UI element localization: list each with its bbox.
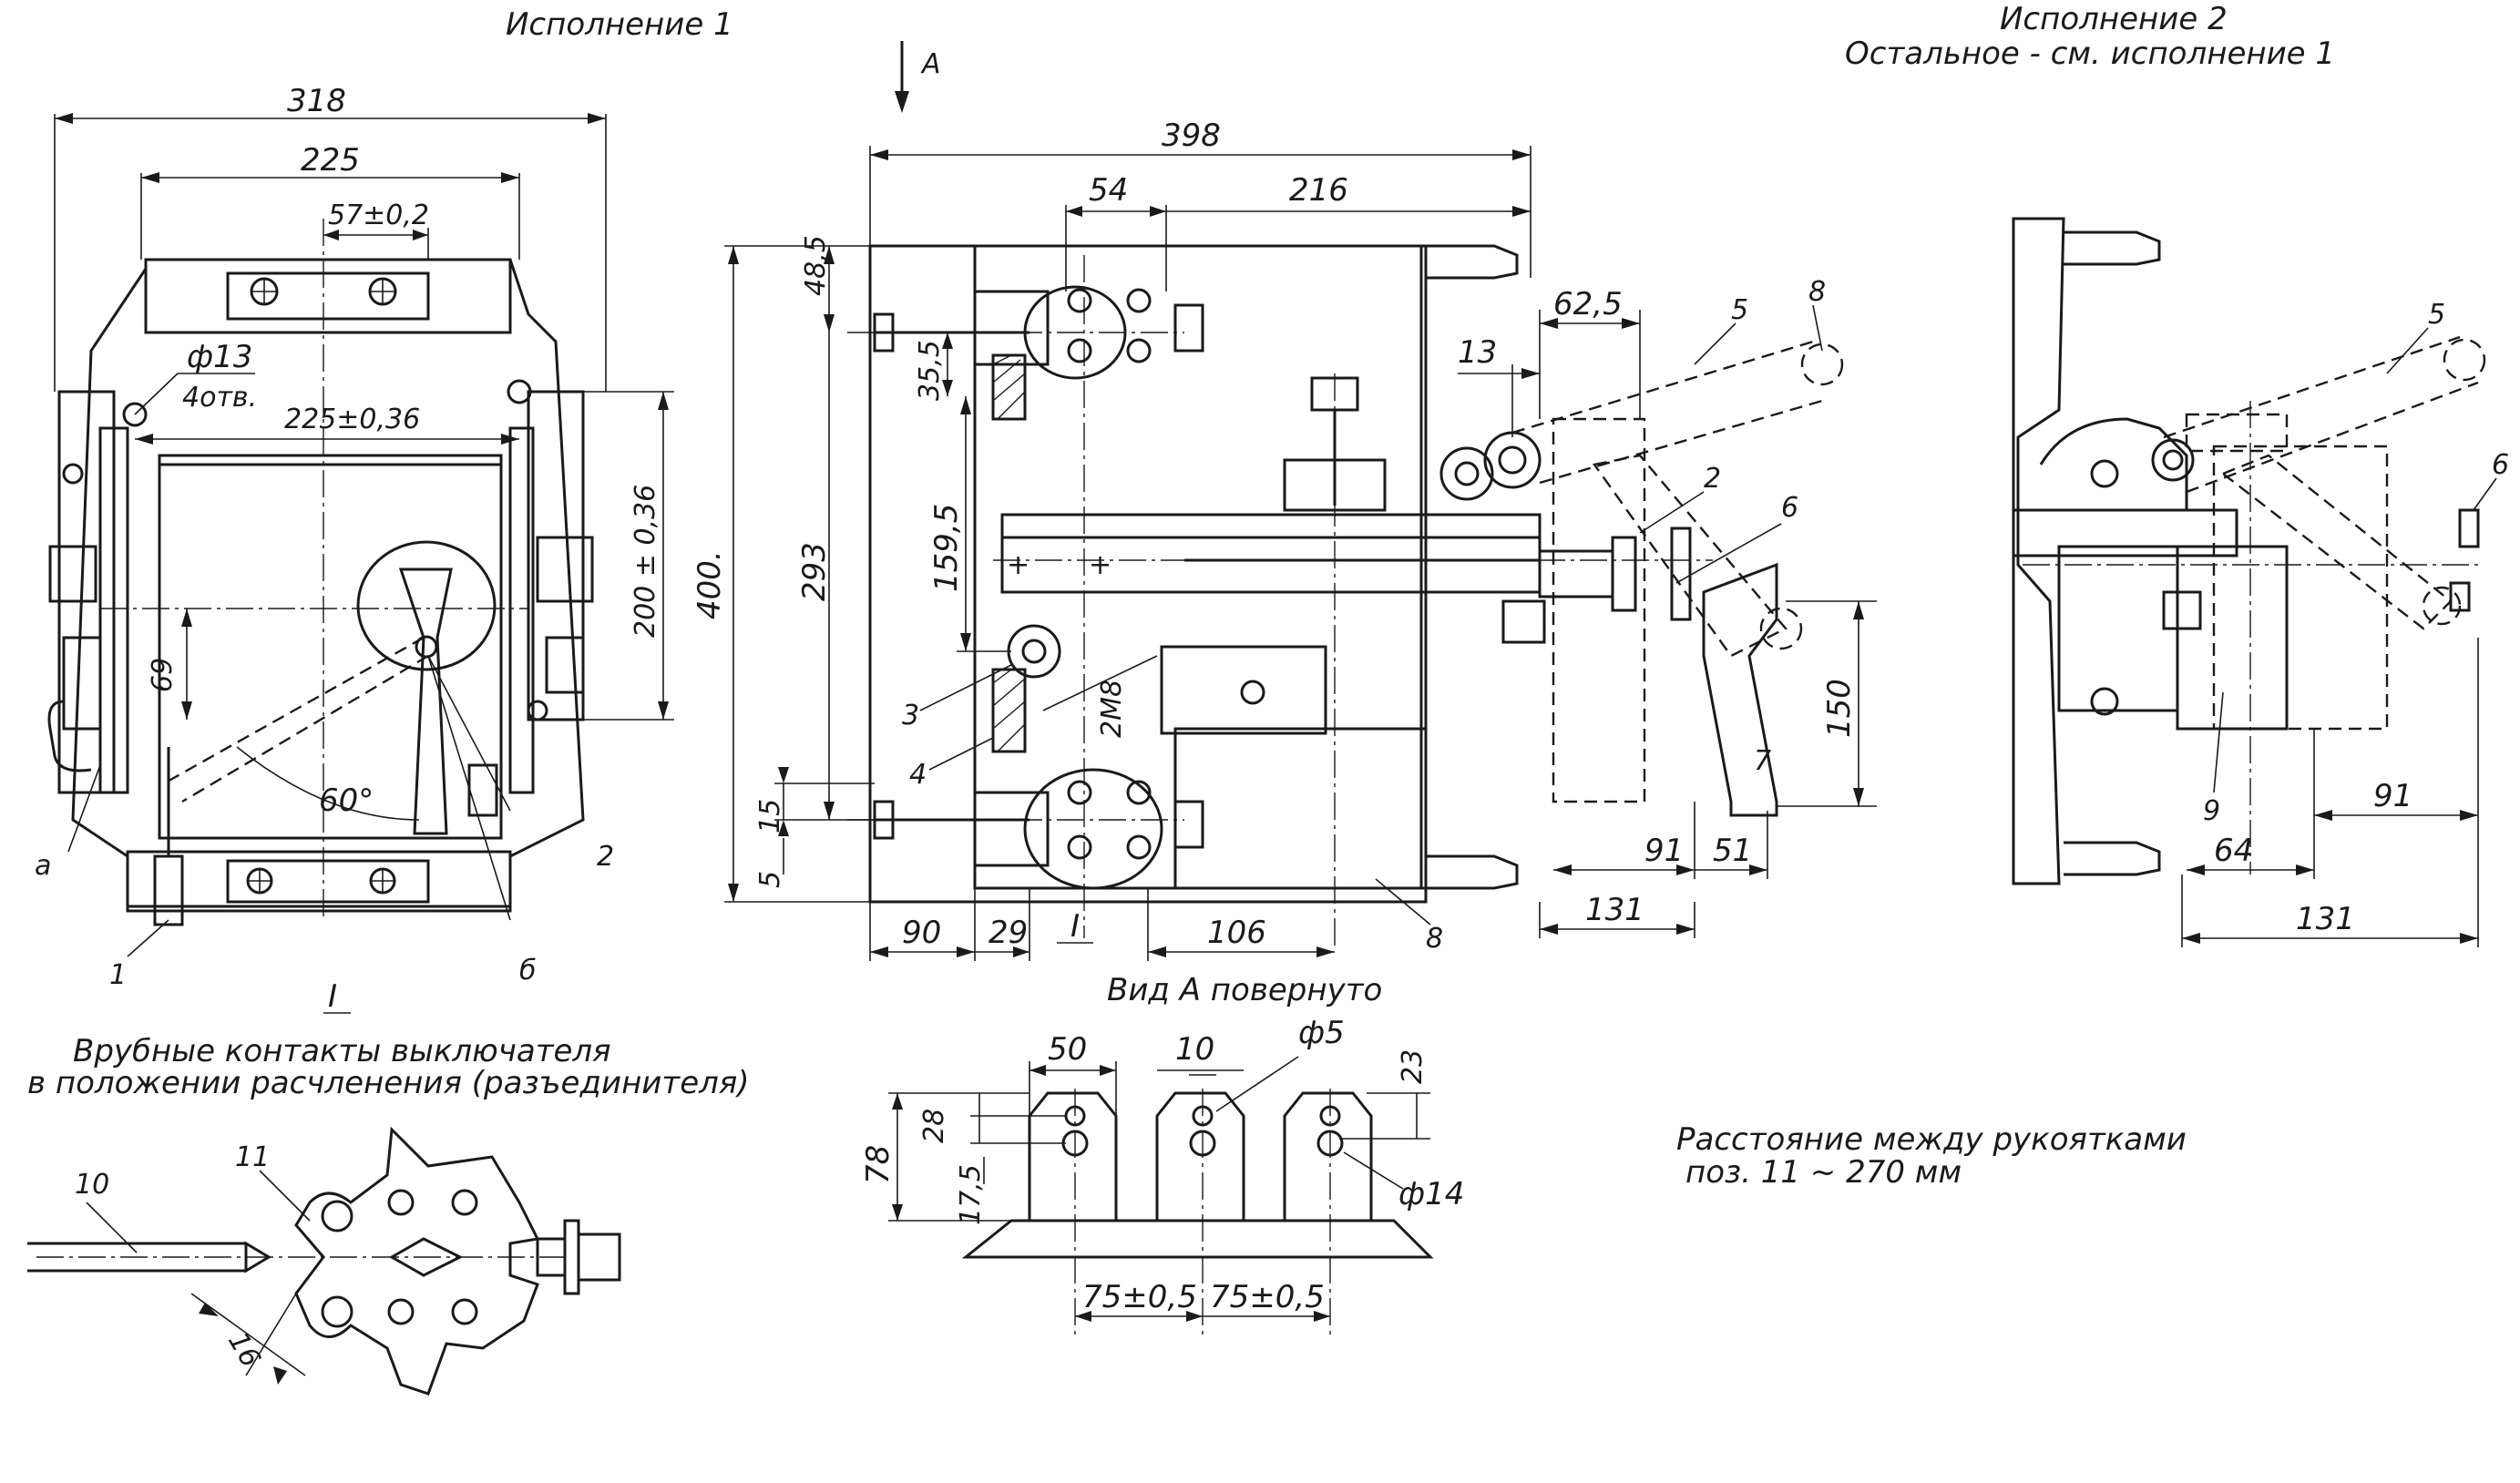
view-a-arrow: А — [895, 41, 941, 113]
front-view — [47, 219, 594, 926]
dim-75-b: 75±0,5 — [1210, 1279, 1325, 1315]
dim-200-tol: 200 ± 0,36 — [630, 485, 661, 638]
dim-15: 15 — [754, 799, 786, 834]
side-view-labels: 8 5 2 6 7 8 3 4 I — [902, 276, 1826, 955]
contacts-caption-1: Врубные контакты выключателя — [73, 1033, 611, 1069]
dim-4-holes: 4отв. — [182, 382, 257, 414]
dim-69: 69 — [147, 658, 179, 692]
label-1: 1 — [109, 959, 127, 991]
front-view-dimensions: 318 225 57±0,2 225±0,36 200 ± 0,36 69 60… — [35, 83, 674, 1015]
label-4: 4 — [909, 759, 927, 791]
dim-318: 318 — [287, 83, 346, 119]
label-5: 5 — [1731, 294, 1748, 326]
dim-150: 150 — [1821, 679, 1858, 738]
label-8-bottom: 8 — [1426, 923, 1443, 955]
variant-2-view — [2012, 217, 2486, 885]
contacts-detail — [27, 1126, 621, 1396]
distance-note-2: поз. 11 ~ 270 мм — [1685, 1154, 1962, 1191]
view-a-title: Вид А повернуто — [1107, 972, 1382, 1008]
label-8-top: 8 — [1808, 276, 1826, 308]
dim-17-5: 17,5 — [955, 1164, 987, 1225]
dim-60-deg: 60° — [319, 782, 374, 819]
dim-106: 106 — [1207, 915, 1266, 951]
dim-131-v2: 131 — [2296, 901, 2355, 937]
svg-text:+: + — [1007, 549, 1030, 581]
dim-62-5: 62,5 — [1553, 286, 1623, 322]
side-view-dimensions: 398 54 216 400. 48,5 35,5 293 159,5 15 5 — [691, 118, 1877, 961]
label-10: 10 — [75, 1169, 109, 1201]
dim-2m8: 2М8 — [1096, 680, 1128, 738]
dim-293: 293 — [796, 542, 833, 601]
label-2-side: 2 — [1704, 463, 1721, 495]
contacts-labels: 10 11 16 — [75, 1141, 311, 1385]
dim-50: 50 — [1048, 1031, 1087, 1068]
label-3: 3 — [902, 700, 919, 731]
label-6-v2: 6 — [2492, 449, 2509, 481]
dim-51: 51 — [1713, 833, 1752, 869]
label-2: 2 — [597, 841, 614, 873]
dim-91-side: 91 — [1644, 833, 1684, 869]
label-5-v2: 5 — [2428, 299, 2445, 331]
dim-13-side: 13 — [1458, 334, 1497, 371]
side-view: ++ — [847, 244, 1844, 947]
label-b: б — [519, 955, 537, 987]
view-a-dimensions: 50 10 ф5 23 28 78 17,5 ф14 75±0,5 75±0,5 — [860, 1015, 1464, 1322]
dim-16: 16 — [221, 1327, 266, 1374]
dim-225: 225 — [301, 142, 360, 179]
dim-54: 54 — [1089, 172, 1128, 209]
dim-75-a: 75±0,5 — [1082, 1279, 1197, 1315]
dim-90: 90 — [902, 915, 941, 951]
view-a-arrow-label: А — [920, 48, 941, 80]
svg-text:+: + — [1089, 549, 1111, 581]
variant-2-dimensions: 91 64 131 5 6 9 — [2181, 299, 2509, 947]
dim-131-side: 131 — [1585, 892, 1644, 928]
dim-64: 64 — [2214, 833, 2253, 869]
dim-225-tol: 225±0,36 — [284, 404, 420, 435]
dim-5: 5 — [754, 871, 786, 888]
dim-10: 10 — [1175, 1031, 1214, 1068]
label-11: 11 — [235, 1141, 270, 1173]
label-7: 7 — [1754, 745, 1771, 777]
label-a: а — [35, 850, 51, 882]
view-a-detail — [961, 1089, 1434, 1339]
section-mark-front: I — [328, 978, 337, 1015]
contacts-caption-2: в положении расчленения (разъединителя) — [27, 1065, 750, 1101]
section-mark-side: I — [1070, 908, 1080, 945]
dim-400: 400. — [691, 550, 728, 619]
dim-29: 29 — [989, 915, 1028, 951]
dim-d13: ф13 — [187, 339, 252, 375]
label-9: 9 — [2203, 795, 2220, 827]
dim-35-5: 35,5 — [914, 340, 946, 401]
dim-48-5: 48,5 — [800, 235, 832, 296]
heading-variant-1: Исполнение 1 — [506, 6, 733, 43]
dim-28: 28 — [918, 1109, 950, 1143]
dim-57: 57±0,2 — [328, 199, 429, 231]
heading-variant-2-note: Остальное - см. исполнение 1 — [1845, 36, 2335, 72]
dim-78: 78 — [860, 1145, 896, 1184]
distance-note-1: Расстояние между рукоятками — [1676, 1121, 2187, 1158]
dim-91-v2: 91 — [2373, 778, 2412, 814]
dim-d5: ф5 — [1298, 1015, 1345, 1051]
dim-398: 398 — [1162, 118, 1221, 154]
label-6: 6 — [1781, 492, 1798, 524]
dim-23: 23 — [1397, 1049, 1429, 1084]
heading-variant-2: Исполнение 2 — [2000, 1, 2228, 37]
dim-216: 216 — [1289, 172, 1348, 209]
dim-159-5: 159,5 — [928, 504, 965, 592]
dim-d14: ф14 — [1398, 1176, 1464, 1212]
